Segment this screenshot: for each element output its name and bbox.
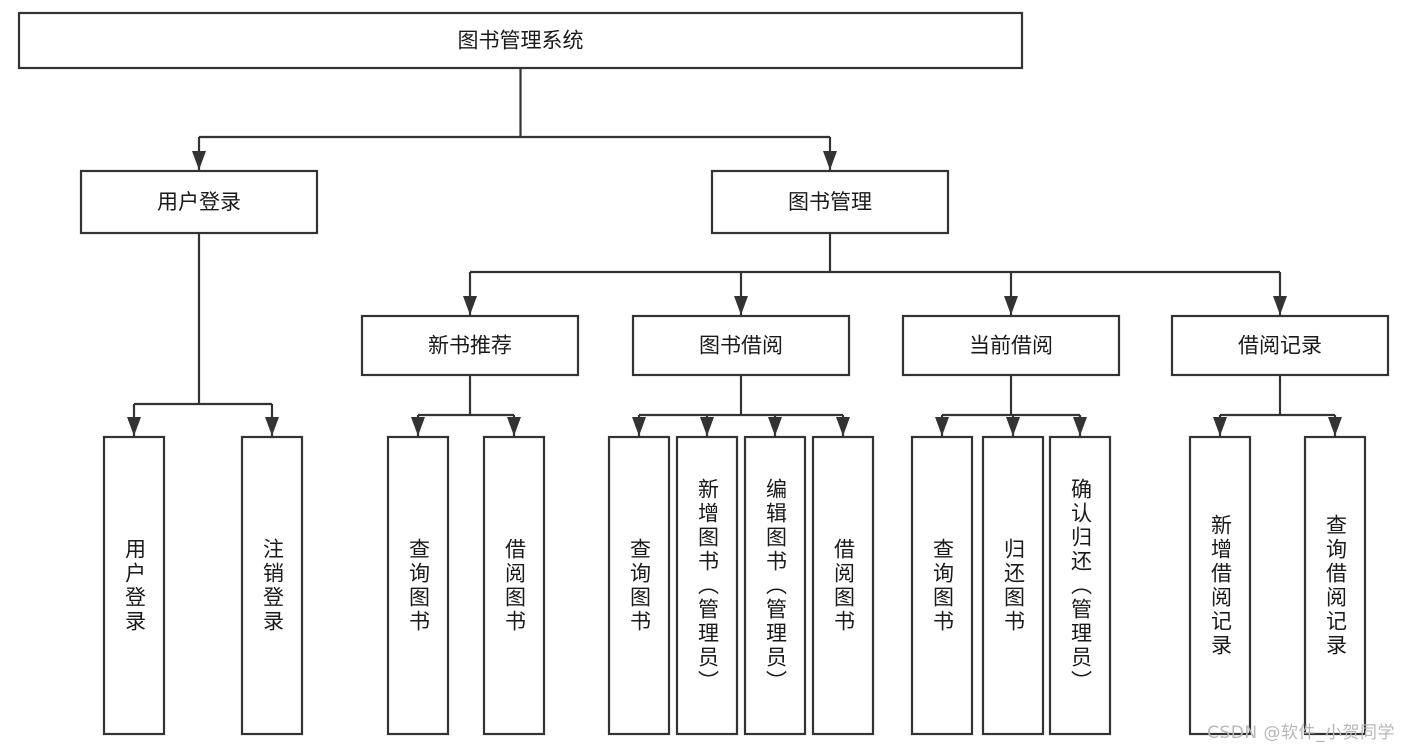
book-borrow-leaf-arrow-2 bbox=[768, 417, 782, 436]
leaf-leaf-query-book-1[interactable] bbox=[386, 435, 450, 736]
node-book-management[interactable]: 图书管理 bbox=[710, 169, 950, 235]
leaf-leaf-user-login[interactable] bbox=[102, 435, 166, 736]
leaf-leaf-query-record-box[interactable] bbox=[1303, 435, 1367, 736]
book-management-arrow-3 bbox=[1273, 296, 1287, 315]
leaf-leaf-confirm-return-box[interactable] bbox=[1048, 435, 1112, 736]
node-current-borrow-box[interactable] bbox=[901, 314, 1121, 377]
root-arrow-0 bbox=[192, 151, 206, 170]
connectors-layer bbox=[127, 68, 1342, 436]
leaf-leaf-logout-box[interactable] bbox=[240, 435, 304, 736]
root-arrow-1 bbox=[823, 151, 837, 170]
leaf-leaf-query-record[interactable] bbox=[1303, 435, 1367, 736]
leaf-leaf-borrow-book-1-box[interactable] bbox=[482, 435, 546, 736]
book-management-arrow-0 bbox=[463, 296, 477, 315]
node-borrow-records[interactable]: 借阅记录 bbox=[1170, 314, 1390, 377]
root-node[interactable]: 图书管理系统 bbox=[17, 11, 1024, 70]
book-management-arrow-2 bbox=[1004, 296, 1018, 315]
leaf-leaf-add-record[interactable] bbox=[1188, 435, 1252, 736]
leaf-leaf-return-book-box[interactable] bbox=[981, 435, 1045, 736]
current-borrow-leaf-arrow-1 bbox=[1006, 417, 1020, 436]
book-borrow-leaf-arrow-3 bbox=[836, 417, 850, 436]
leaf-leaf-logout[interactable] bbox=[240, 435, 304, 736]
node-current-borrow-label: 当前借阅 bbox=[969, 334, 1053, 358]
leaf-leaf-query-book-2[interactable] bbox=[607, 435, 671, 736]
leaf-leaf-query-book-2-box[interactable] bbox=[607, 435, 671, 736]
root-node-box[interactable] bbox=[17, 11, 1024, 70]
node-book-borrow[interactable]: 图书借阅 bbox=[631, 314, 851, 377]
node-user-login-label: 用户登录 bbox=[157, 190, 241, 214]
borrow-records-leaf-arrow-0 bbox=[1213, 417, 1227, 436]
leaf-leaf-add-record-box[interactable] bbox=[1188, 435, 1252, 736]
node-book-management-label: 图书管理 bbox=[788, 190, 872, 214]
user-login-leaf-arrow-0 bbox=[127, 417, 141, 436]
leaf-leaf-query-book-1-box[interactable] bbox=[386, 435, 450, 736]
leaf-leaf-borrow-book-2[interactable] bbox=[811, 435, 875, 736]
book-borrow-leaf-arrow-1 bbox=[700, 417, 714, 436]
current-borrow-leaf-arrow-0 bbox=[935, 417, 949, 436]
current-borrow-leaf-arrow-2 bbox=[1073, 417, 1087, 436]
node-user-login[interactable]: 用户登录 bbox=[79, 169, 319, 235]
leaf-leaf-add-book-box[interactable] bbox=[675, 435, 739, 736]
watermark-text: CSDN @软件_小贺同学 bbox=[1207, 723, 1395, 743]
node-book-management-box[interactable] bbox=[710, 169, 950, 235]
leaf-leaf-query-book-3-box[interactable] bbox=[910, 435, 974, 736]
node-user-login-box[interactable] bbox=[79, 169, 319, 235]
leaf-leaf-borrow-book-1[interactable] bbox=[482, 435, 546, 736]
node-new-book-recommend[interactable]: 新书推荐 bbox=[360, 314, 580, 377]
book-management-arrow-1 bbox=[734, 296, 748, 315]
leaf-leaf-return-book[interactable] bbox=[981, 435, 1045, 736]
node-book-borrow-label: 图书借阅 bbox=[699, 334, 783, 358]
borrow-records-leaf-arrow-1 bbox=[1328, 417, 1342, 436]
new-book-recommend-leaf-arrow-0 bbox=[411, 417, 425, 436]
leaf-leaf-borrow-book-2-box[interactable] bbox=[811, 435, 875, 736]
root-node-label: 图书管理系统 bbox=[458, 29, 584, 53]
new-book-recommend-leaf-arrow-1 bbox=[507, 417, 521, 436]
node-borrow-records-label: 借阅记录 bbox=[1238, 334, 1322, 358]
book-borrow-leaf-arrow-0 bbox=[632, 417, 646, 436]
user-login-leaf-arrow-1 bbox=[265, 417, 279, 436]
node-borrow-records-box[interactable] bbox=[1170, 314, 1390, 377]
leaf-leaf-add-book[interactable] bbox=[675, 435, 739, 736]
node-book-borrow-box[interactable] bbox=[631, 314, 851, 377]
node-current-borrow[interactable]: 当前借阅 bbox=[901, 314, 1121, 377]
leaf-leaf-edit-book[interactable] bbox=[743, 435, 807, 736]
node-new-book-recommend-label: 新书推荐 bbox=[428, 334, 512, 358]
node-new-book-recommend-box[interactable] bbox=[360, 314, 580, 377]
leaf-leaf-query-book-3[interactable] bbox=[910, 435, 974, 736]
leaf-leaf-user-login-box[interactable] bbox=[102, 435, 166, 736]
leaf-leaf-edit-book-box[interactable] bbox=[743, 435, 807, 736]
leaf-leaf-confirm-return[interactable] bbox=[1048, 435, 1112, 736]
